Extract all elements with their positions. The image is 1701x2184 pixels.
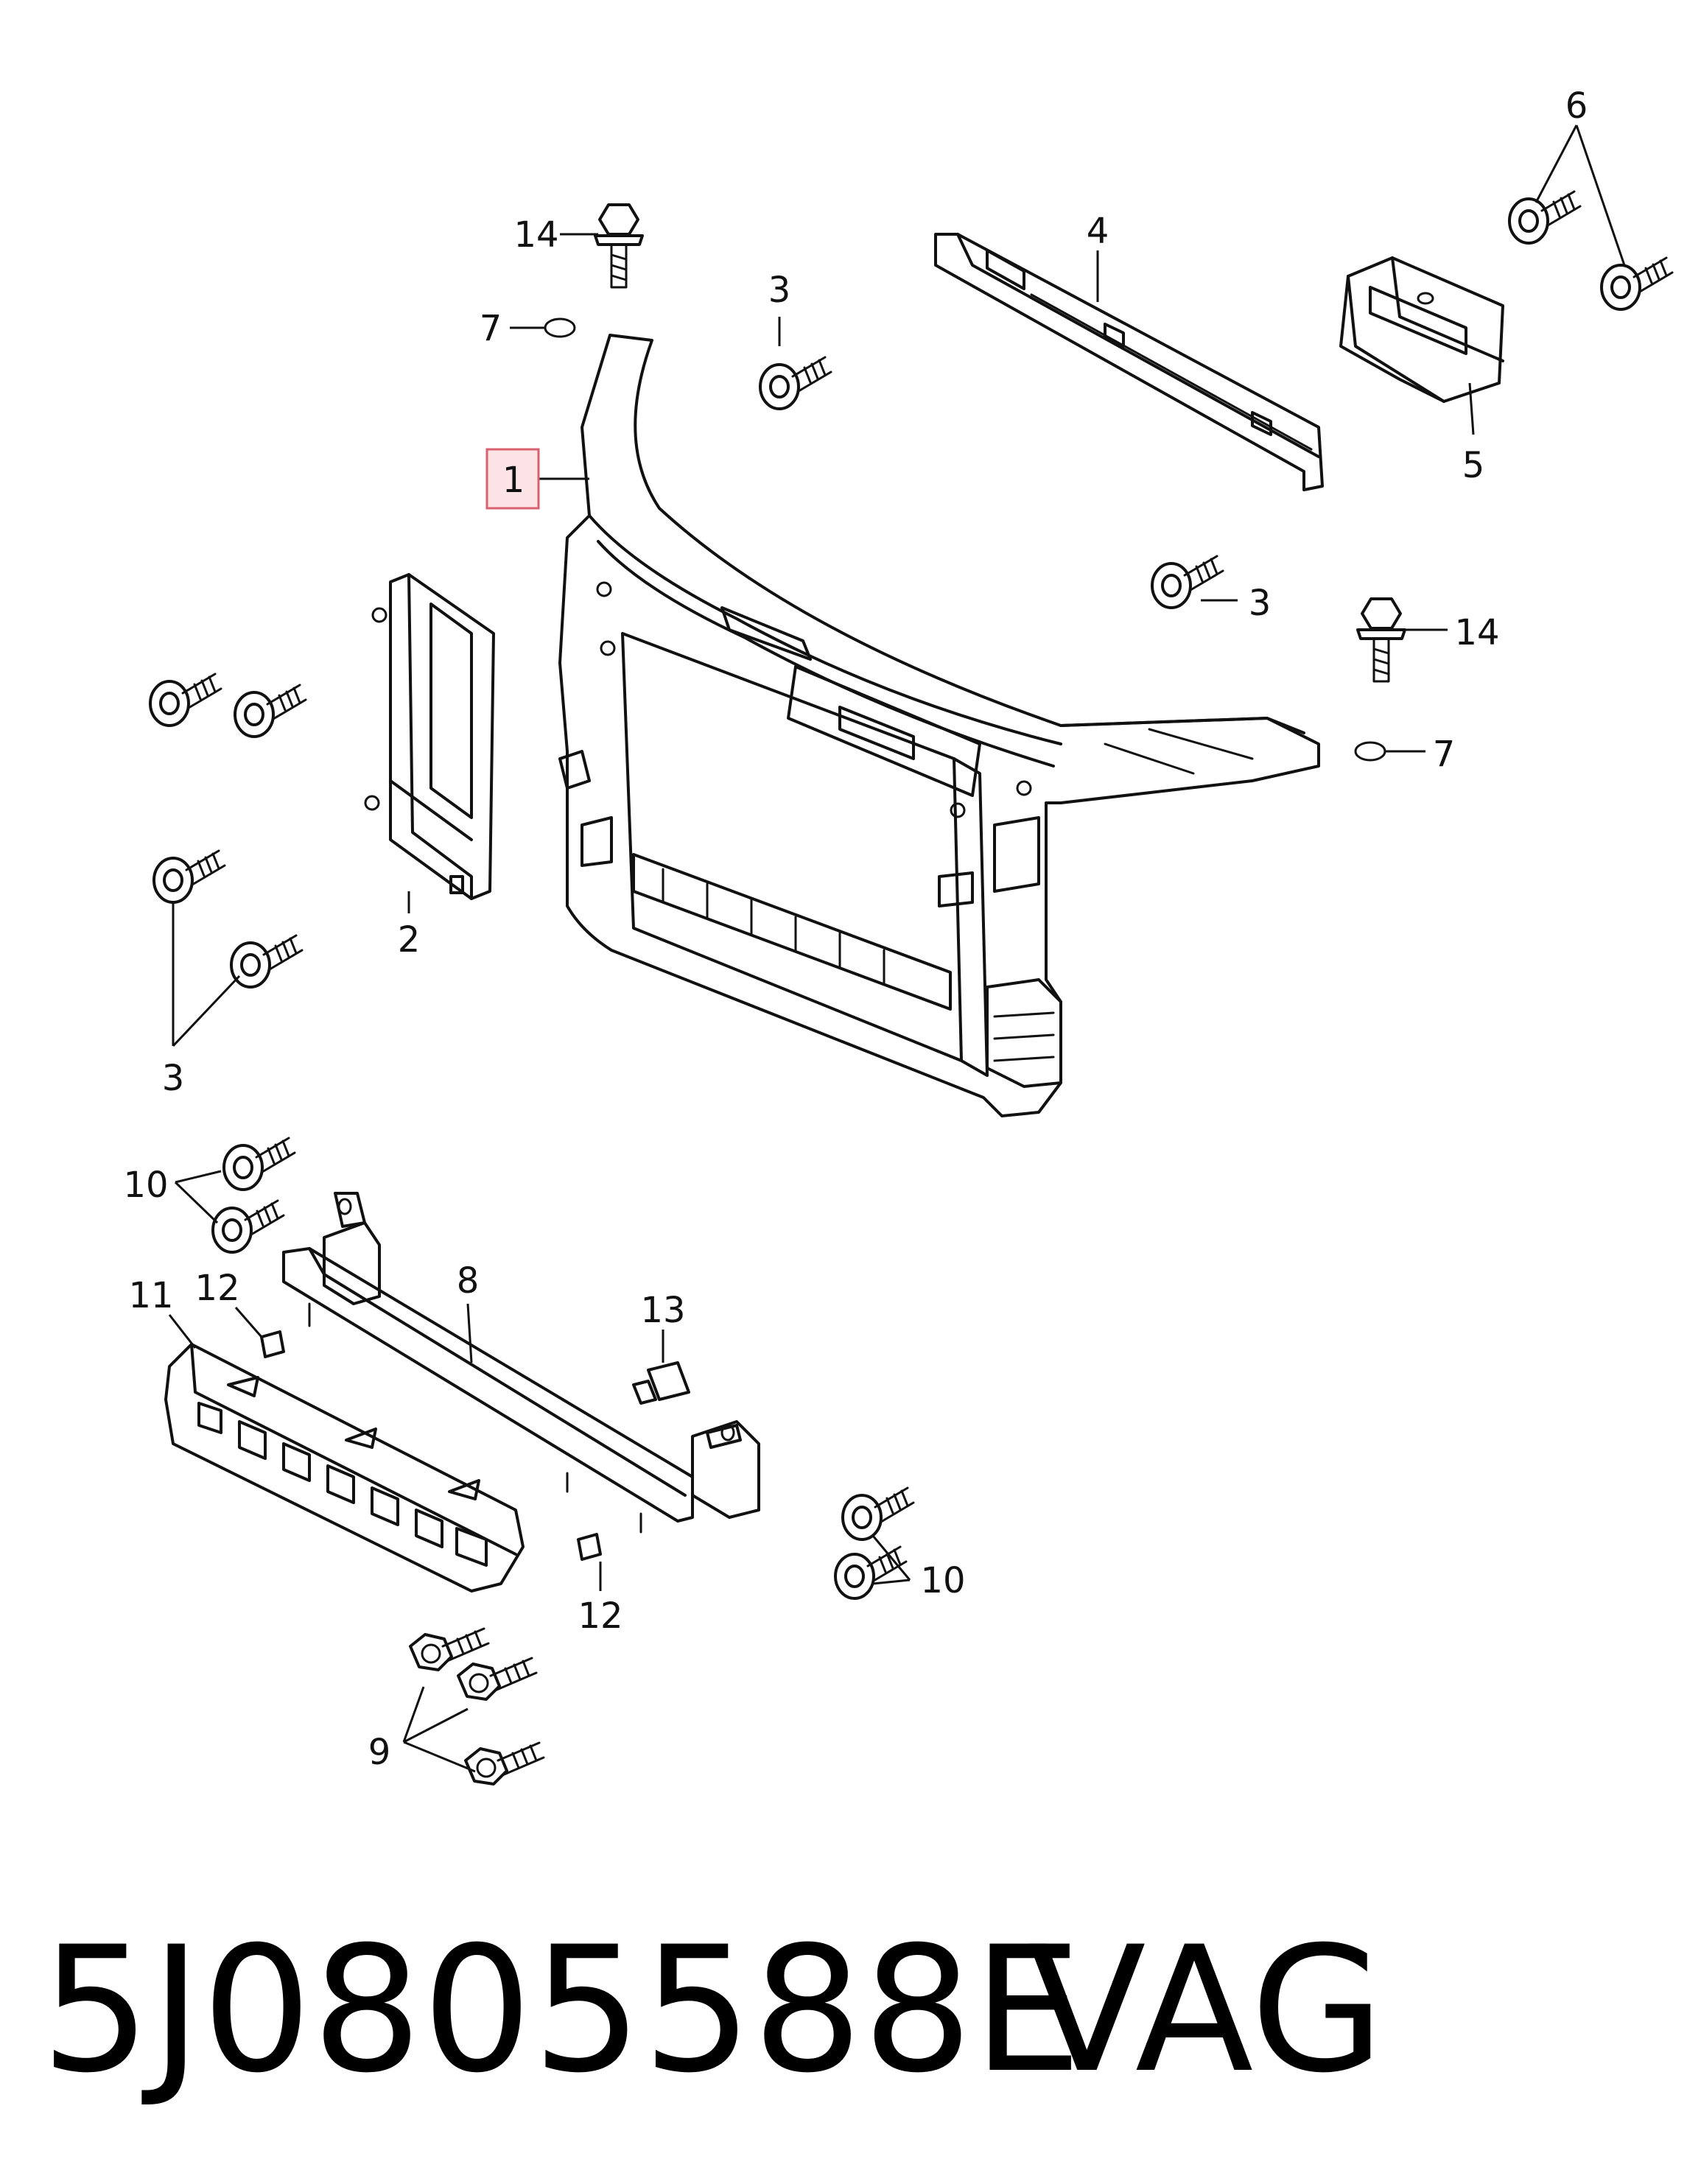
bumper-carrier-part-8 bbox=[282, 1192, 760, 1534]
callout-4: 4 bbox=[1087, 211, 1109, 252]
screw-10-left-a bbox=[222, 1137, 296, 1191]
callout-14-top: 14 bbox=[513, 214, 558, 256]
mount-block-part-5 bbox=[1339, 256, 1504, 403]
callout-1-highlight bbox=[485, 448, 540, 510]
callout-8: 8 bbox=[457, 1260, 480, 1302]
screw-3-left-d bbox=[230, 934, 304, 989]
callout-6: 6 bbox=[1565, 85, 1588, 127]
screw-3-left-c bbox=[152, 849, 226, 904]
air-guide-part-4 bbox=[934, 233, 1324, 491]
callout-3-right: 3 bbox=[1249, 583, 1272, 624]
callout-3-top: 3 bbox=[768, 270, 791, 311]
callout-12-bottom: 12 bbox=[578, 1595, 622, 1637]
energy-absorber-part-11 bbox=[164, 1343, 525, 1593]
screw-3-top bbox=[759, 356, 832, 410]
callout-3-left: 3 bbox=[162, 1058, 185, 1099]
bolt-9-c bbox=[464, 1741, 545, 1786]
callout-5: 5 bbox=[1462, 445, 1485, 486]
callout-9: 9 bbox=[368, 1732, 391, 1773]
grommet-7-top bbox=[544, 317, 576, 338]
callout-1: 1 bbox=[502, 460, 525, 501]
callout-2: 2 bbox=[398, 919, 421, 961]
sensor-holder-13 bbox=[632, 1361, 690, 1405]
screw-6-a bbox=[1508, 190, 1582, 245]
callout-13: 13 bbox=[640, 1290, 685, 1331]
callout-7-right: 7 bbox=[1433, 734, 1456, 775]
bolt-14-top bbox=[594, 203, 644, 289]
screw-3-left-a bbox=[149, 673, 222, 727]
callout-14-right: 14 bbox=[1454, 612, 1499, 653]
screw-3-left-b bbox=[234, 684, 307, 738]
callout-10-left: 10 bbox=[123, 1165, 168, 1206]
callout-10-right: 10 bbox=[920, 1560, 965, 1601]
screw-10-right-b bbox=[834, 1545, 908, 1600]
side-bracket-part-2 bbox=[364, 573, 495, 900]
clip-12-top bbox=[260, 1330, 285, 1358]
grommet-7-right bbox=[1354, 741, 1386, 762]
part-number: 5J0805588E bbox=[41, 1910, 1082, 2111]
bolt-9-b bbox=[457, 1657, 538, 1701]
screw-10-left-b bbox=[211, 1199, 285, 1254]
screw-10-right-a bbox=[841, 1486, 915, 1541]
screw-6-b bbox=[1600, 256, 1674, 311]
leader-lines bbox=[168, 124, 1626, 1773]
callout-11: 11 bbox=[128, 1275, 173, 1316]
callout-7-top: 7 bbox=[480, 308, 502, 349]
brand-name: VAG bbox=[1028, 1910, 1384, 2111]
bolt-14-right bbox=[1356, 597, 1406, 683]
callout-12-top: 12 bbox=[194, 1268, 239, 1309]
lock-carrier-part-1 bbox=[558, 334, 1320, 1117]
clip-12-bottom bbox=[577, 1533, 602, 1561]
